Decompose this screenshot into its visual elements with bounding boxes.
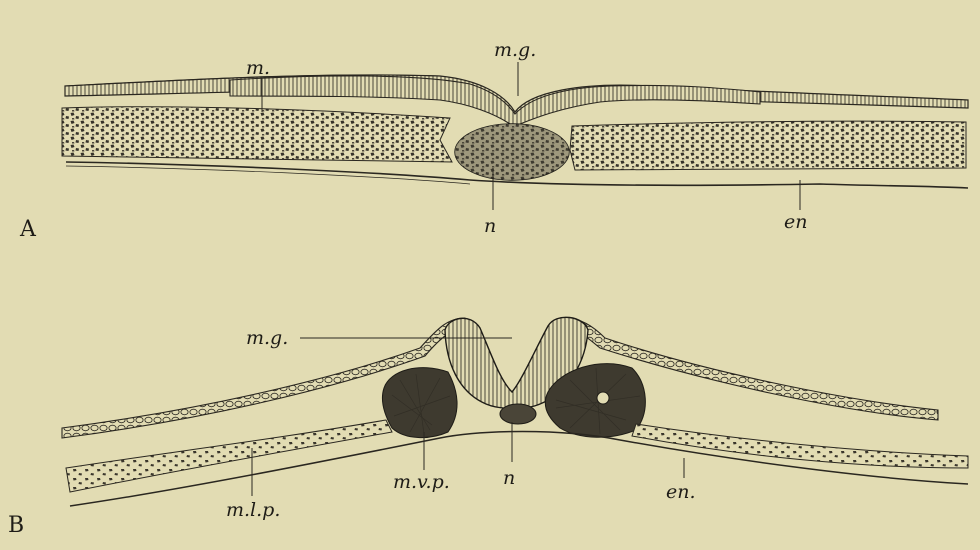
- label-b-mlp: m.l.p.: [226, 499, 280, 521]
- label-a-en: en: [784, 211, 807, 233]
- panel-a-mesoblast-right: [570, 121, 966, 170]
- label-b-mvp: m.v.p.: [393, 471, 450, 493]
- panel-b: m.g. m.v.p. n en. m.l.p. B: [8, 317, 968, 538]
- panel-b-lateral-mesoblast-right: [632, 424, 968, 468]
- panel-a-mesoblast-left: [62, 107, 452, 162]
- panel-b-endoderm: [70, 432, 968, 507]
- label-b-n: n: [503, 467, 515, 489]
- label-a-n: n: [484, 215, 496, 237]
- panel-b-letter: B: [8, 513, 24, 538]
- label-a-m: m.: [246, 57, 270, 79]
- label-a-mg: m.g.: [494, 39, 536, 61]
- label-b-en: en.: [666, 481, 696, 503]
- panel-a: m. m.g. n en A: [19, 39, 968, 242]
- panel-b-notochord: [500, 404, 536, 424]
- panel-a-letter: A: [19, 217, 37, 242]
- label-b-mg: m.g.: [246, 327, 288, 349]
